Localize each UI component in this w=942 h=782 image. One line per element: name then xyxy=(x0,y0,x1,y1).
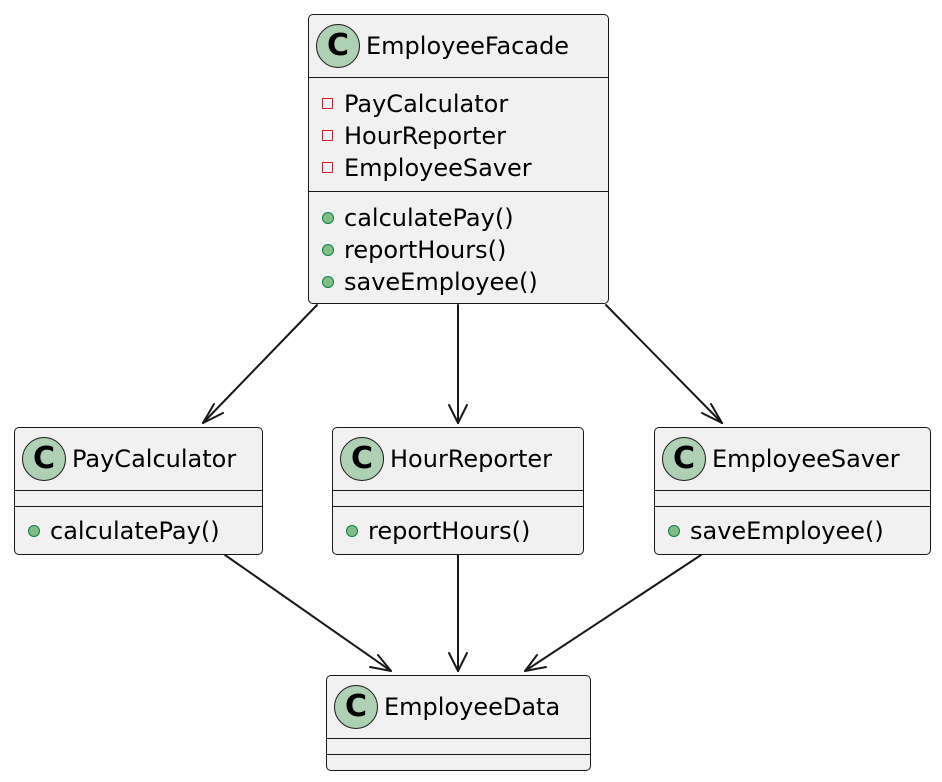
edge-facade-to-employee-saver xyxy=(605,304,723,424)
class-name: PayCalculator xyxy=(72,445,237,473)
class-header: C EmployeeFacade xyxy=(309,15,608,77)
private-visibility-icon xyxy=(322,162,333,173)
class-divider xyxy=(333,490,583,491)
class-header: C PayCalculator xyxy=(15,428,262,490)
public-visibility-icon xyxy=(322,212,334,224)
class-header: C EmployeeSaver xyxy=(655,428,930,490)
public-visibility-icon xyxy=(322,276,334,288)
class-name: HourReporter xyxy=(390,445,552,473)
class-header: C HourReporter xyxy=(333,428,583,490)
class-box-employee-data[interactable]: C EmployeeData xyxy=(326,675,591,771)
field-name: HourReporter xyxy=(344,122,506,150)
class-c-icon: C xyxy=(662,437,706,481)
public-visibility-icon xyxy=(346,525,358,537)
class-box-employee-facade[interactable]: C EmployeeFacade PayCalculator HourRepor… xyxy=(308,14,609,304)
method-name: calculatePay() xyxy=(50,517,220,545)
edge-facade-to-hour-reporter xyxy=(448,304,468,424)
edge-employee-saver-to-employee-data xyxy=(524,554,702,672)
class-divider xyxy=(327,754,590,755)
edge-pay-calculator-to-employee-data xyxy=(224,554,392,672)
class-c-icon: C xyxy=(340,437,384,481)
class-divider xyxy=(333,506,583,507)
method-name: saveEmployee() xyxy=(690,517,884,545)
class-name: EmployeeSaver xyxy=(712,445,900,473)
class-box-hour-reporter[interactable]: C HourReporter reportHours() xyxy=(332,427,584,555)
class-name: EmployeeFacade xyxy=(366,32,570,60)
class-c-icon: C xyxy=(22,437,66,481)
class-divider xyxy=(15,506,262,507)
field-name: PayCalculator xyxy=(344,90,509,118)
private-visibility-icon xyxy=(322,98,333,109)
private-visibility-icon xyxy=(322,130,333,141)
class-name: EmployeeData xyxy=(384,693,561,721)
class-divider xyxy=(327,738,590,739)
method-name: calculatePay() xyxy=(344,204,514,232)
class-divider xyxy=(309,77,608,78)
class-box-employee-saver[interactable]: C EmployeeSaver saveEmployee() xyxy=(654,427,931,555)
edge-facade-to-pay-calculator xyxy=(202,304,318,424)
method-name: reportHours() xyxy=(368,517,531,545)
method-name: reportHours() xyxy=(344,236,507,264)
class-divider xyxy=(309,191,608,192)
class-divider xyxy=(655,506,930,507)
public-visibility-icon xyxy=(322,244,334,256)
class-divider xyxy=(15,490,262,491)
edge-hour-reporter-to-employee-data xyxy=(448,554,468,672)
public-visibility-icon xyxy=(668,525,680,537)
class-c-icon: C xyxy=(316,24,360,68)
class-divider xyxy=(655,490,930,491)
method-name: saveEmployee() xyxy=(344,268,538,296)
field-name: EmployeeSaver xyxy=(344,154,532,182)
class-c-icon: C xyxy=(334,685,378,729)
public-visibility-icon xyxy=(28,525,40,537)
class-header: C EmployeeData xyxy=(327,676,590,738)
class-box-pay-calculator[interactable]: C PayCalculator calculatePay() xyxy=(14,427,263,555)
